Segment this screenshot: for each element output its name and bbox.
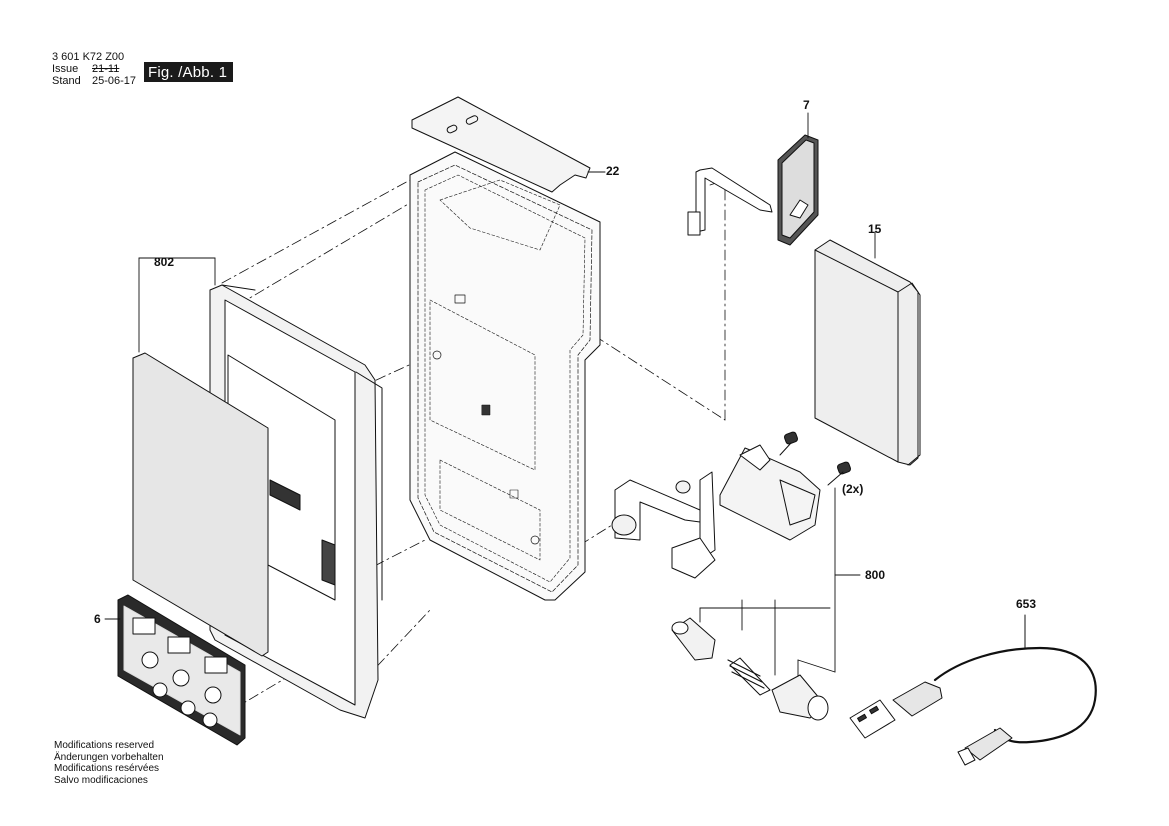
issue-value: 21-11 [92, 63, 120, 75]
issue-row: Issue 21-11 [52, 63, 136, 75]
part-label-7: 7 [803, 98, 810, 112]
stand-row: Stand 25-06-17 [52, 75, 136, 87]
part-label-15: 15 [868, 222, 882, 236]
label-leaders [104, 112, 876, 620]
part-15-battery [814, 239, 921, 466]
part-label-6: 6 [94, 612, 101, 626]
part-label-802: 802 [154, 255, 175, 269]
part-label-22: 22 [606, 164, 620, 178]
issue-label: Issue [52, 63, 79, 75]
stand-value: 25-06-17 [92, 75, 137, 87]
note-es: Salvo modificaciones [54, 774, 148, 786]
figure-label: Fig. /Abb. 1 [144, 62, 234, 82]
document-header: 3 601 K72 Z00 Issue 21-11 Stand 25-06-17 [52, 51, 136, 87]
part-label-800: 800 [865, 568, 886, 582]
part-6-keypad [117, 594, 246, 746]
part-7-flex-sensor [687, 134, 819, 246]
part-653-usb-cable [849, 614, 1097, 766]
note-fr: Modifications resérvées [54, 763, 160, 774]
quantity-label-2x: (2x) [842, 482, 864, 496]
document-number: 3 601 K72 Z00 [52, 51, 125, 63]
part-label-653: 653 [1016, 597, 1037, 611]
note-de: Änderungen vorbehalten [54, 751, 164, 763]
part-22-label-plate [411, 96, 606, 193]
small-parts [671, 617, 829, 721]
modification-notes: Modifications reserved Änderungen vorbeh… [54, 740, 164, 786]
display-glass-panel [132, 352, 269, 657]
part-800-leader [699, 487, 861, 681]
main-housing [409, 151, 601, 601]
stand-label: Stand [52, 75, 81, 87]
note-en: Modifications reserved [54, 740, 155, 751]
latch-assembly [611, 431, 852, 579]
